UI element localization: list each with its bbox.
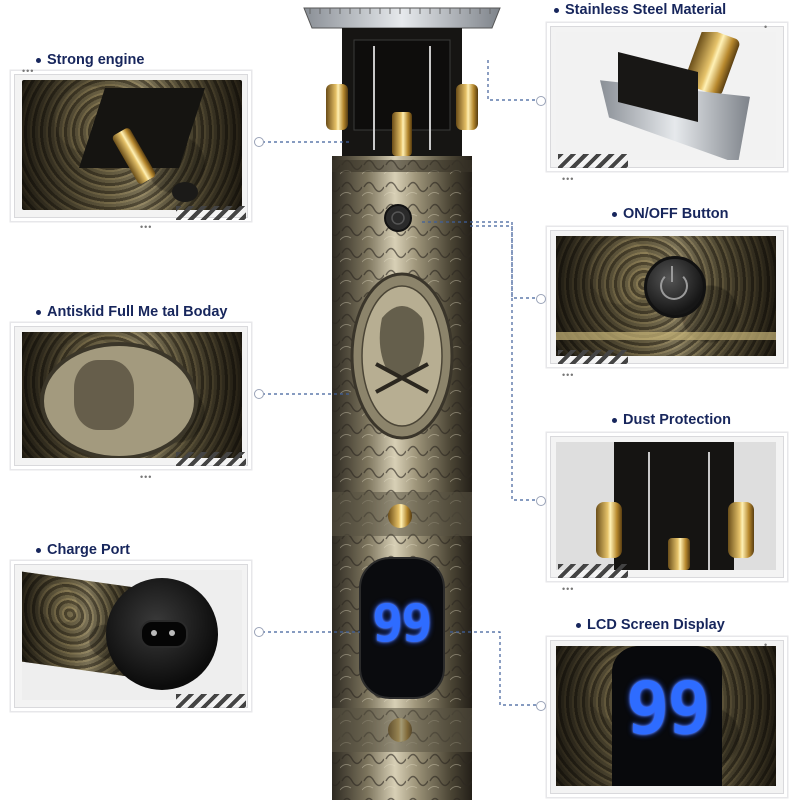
deco-dots: • (764, 22, 769, 32)
label-body: Antiskid Full Me tal Boday (36, 304, 227, 320)
center-lcd-reading: 99 (372, 594, 433, 654)
bullet-icon (576, 622, 581, 628)
node-dust (536, 496, 546, 506)
lcd-window-closeup (612, 646, 722, 786)
node-lcd (536, 701, 546, 711)
photo-dust (556, 442, 776, 570)
photo-onoff (556, 236, 776, 356)
connector-lcd (450, 631, 536, 706)
deco-dots: • (764, 640, 769, 650)
label-steel: Stainless Steel Material (554, 2, 726, 18)
bullet-icon (36, 547, 41, 553)
connector-onoff (422, 221, 536, 299)
label-onoff-text: ON/OFF Button (623, 206, 729, 222)
trimmer-illustration (303, 7, 501, 800)
deco-stripes (176, 206, 246, 220)
label-strong-engine-text: Strong engine (47, 52, 145, 68)
charge-port-socket (140, 620, 188, 648)
photo-steel (556, 32, 776, 160)
bullet-icon (554, 7, 559, 13)
deco-dots: ••• (562, 370, 575, 380)
closeup-lcd-reading: 99 (626, 666, 711, 750)
photo-strong-engine (22, 80, 242, 210)
deco-dots: ••• (562, 584, 575, 594)
deco-dots: ••• (140, 222, 153, 232)
node-steel (536, 96, 546, 106)
label-strong-engine: Strong engine (36, 52, 144, 68)
bullet-icon (36, 309, 41, 315)
deco-stripes (558, 350, 628, 364)
connector-steel (487, 60, 536, 101)
trimmer-product-image: 99 (296, 0, 508, 800)
label-body-text: Antiskid Full Me tal Boday (47, 304, 228, 320)
deco-dots: ••• (140, 472, 153, 482)
power-symbol-icon (660, 272, 688, 300)
photo-charge-port (22, 570, 242, 700)
deco-stripes (176, 694, 246, 708)
connector-dust (470, 225, 536, 501)
bullet-icon (612, 211, 617, 217)
label-lcd-text: LCD Screen Display (587, 617, 725, 633)
deco-dots: ••• (22, 66, 35, 76)
deco-dots: ••• (562, 174, 575, 184)
photo-lcd: 99 (556, 646, 776, 786)
label-dust-text: Dust Protection (623, 412, 731, 428)
deco-stripes (558, 154, 628, 168)
photo-body (22, 332, 242, 458)
node-onoff (536, 294, 546, 304)
deco-stripes (176, 452, 246, 466)
label-steel-text: Stainless Steel Material (565, 2, 727, 18)
label-charge-port-text: Charge Port (47, 542, 130, 558)
label-lcd: LCD Screen Display (576, 617, 725, 633)
node-charge-port (254, 627, 264, 637)
node-body (254, 389, 264, 399)
deco-stripes (558, 564, 628, 578)
bullet-icon (612, 417, 617, 423)
label-onoff: ON/OFF Button (612, 206, 729, 222)
bullet-icon (36, 57, 41, 63)
node-strong-engine (254, 137, 264, 147)
label-charge-port: Charge Port (36, 542, 130, 558)
label-dust: Dust Protection (612, 412, 731, 428)
